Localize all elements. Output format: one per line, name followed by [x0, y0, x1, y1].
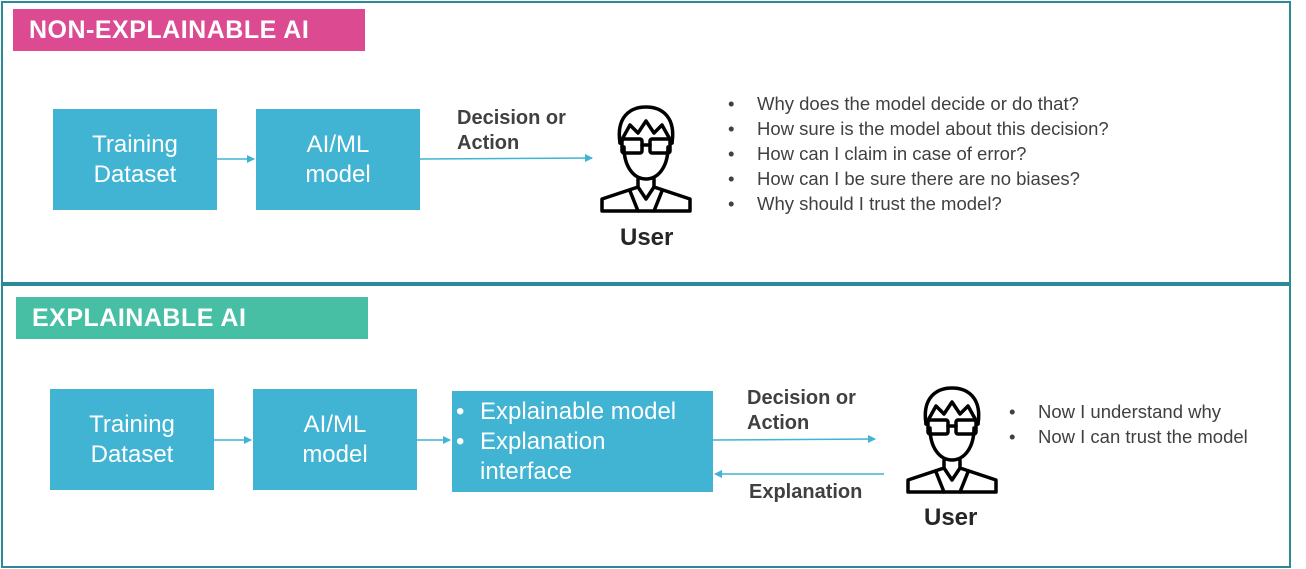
- ai-ml-label: AI/ML: [306, 130, 370, 158]
- statement-item: Now I understand why: [1009, 399, 1248, 424]
- decision-or-action-label: Decision or Action: [457, 106, 566, 156]
- dataset-label: Dataset: [93, 160, 177, 188]
- explanation-line1: Explanation: [480, 428, 606, 455]
- question-item: How can I be sure there are no biases?: [728, 166, 1109, 191]
- question-item: How can I claim in case of error?: [728, 141, 1109, 166]
- statement-item: Now I can trust the model: [1009, 424, 1248, 449]
- explainable-model-box: Explainable model Explanation interface: [452, 391, 713, 492]
- user-icon: [906, 386, 998, 494]
- explainable-banner: EXPLAINABLE AI: [16, 297, 368, 339]
- ai-ml-label: AI/ML: [303, 410, 367, 438]
- user-label: User: [924, 504, 978, 531]
- decision-label-line2: Action: [747, 412, 810, 434]
- user-icon: [600, 105, 692, 213]
- explanation-line2: interface: [480, 458, 573, 485]
- explainable-model-item: Explainable model: [452, 397, 713, 427]
- model-label: model: [302, 440, 368, 468]
- explanation-interface-item: Explanation interface: [452, 427, 713, 487]
- dataset-label: Dataset: [90, 440, 174, 468]
- arrow-decision-to-user: [712, 435, 876, 444]
- non-explainable-banner: NON-EXPLAINABLE AI: [13, 9, 365, 51]
- explanation-label: Explanation: [749, 481, 863, 503]
- questions-list: Why does the model decide or do that? Ho…: [728, 91, 1109, 216]
- training-label: Training: [92, 130, 178, 158]
- user-label: User: [620, 224, 674, 251]
- question-item: Why does the model decide or do that?: [728, 91, 1109, 116]
- decision-label-line2: Action: [457, 132, 520, 154]
- training-label: Training: [89, 410, 175, 438]
- model-label: model: [305, 160, 371, 188]
- decision-or-action-label-2: Decision or Action: [747, 386, 856, 436]
- arrow-model-to-user: [419, 154, 593, 163]
- decision-label-line1: Decision or: [457, 107, 566, 129]
- statements-list: Now I understand why Now I can trust the…: [1009, 399, 1248, 449]
- question-item: Why should I trust the model?: [728, 191, 1109, 216]
- decision-label-line1: Decision or: [747, 387, 856, 409]
- question-item: How sure is the model about this decisio…: [728, 116, 1109, 141]
